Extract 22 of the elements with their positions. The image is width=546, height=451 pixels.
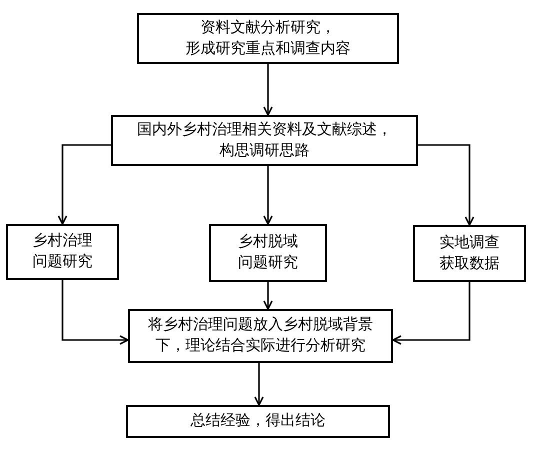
arrow — [263, 64, 273, 116]
arrow — [254, 363, 264, 406]
arrow — [418, 144, 474, 226]
box-text: 国内外乡村治理相关资料及文献综述，构思调研思路 — [136, 120, 393, 160]
process-box — [137, 13, 399, 64]
box-text: 乡村治理问题研究 — [32, 232, 94, 272]
box-text: 总结经验，得出结论 — [190, 412, 326, 431]
process-box — [413, 225, 526, 282]
arrow — [392, 282, 470, 345]
box-text: 乡村脱域问题研究 — [237, 232, 299, 273]
process-box — [209, 224, 327, 282]
box-text: 实地调查获取数据 — [438, 234, 500, 274]
box-text: 资料文献分析研究，形成研究重点和调查内容 — [184, 18, 352, 58]
arrow — [263, 166, 273, 225]
process-box — [126, 405, 390, 438]
arrow — [263, 282, 273, 310]
arrow — [58, 144, 111, 225]
process-box — [111, 115, 418, 166]
arrow — [62, 280, 129, 345]
box-text: 将乡村治理问题放入乡村脱域背景下，理论结合实际进行分析研究 — [147, 316, 374, 356]
process-box — [6, 224, 119, 280]
process-box — [128, 309, 393, 363]
